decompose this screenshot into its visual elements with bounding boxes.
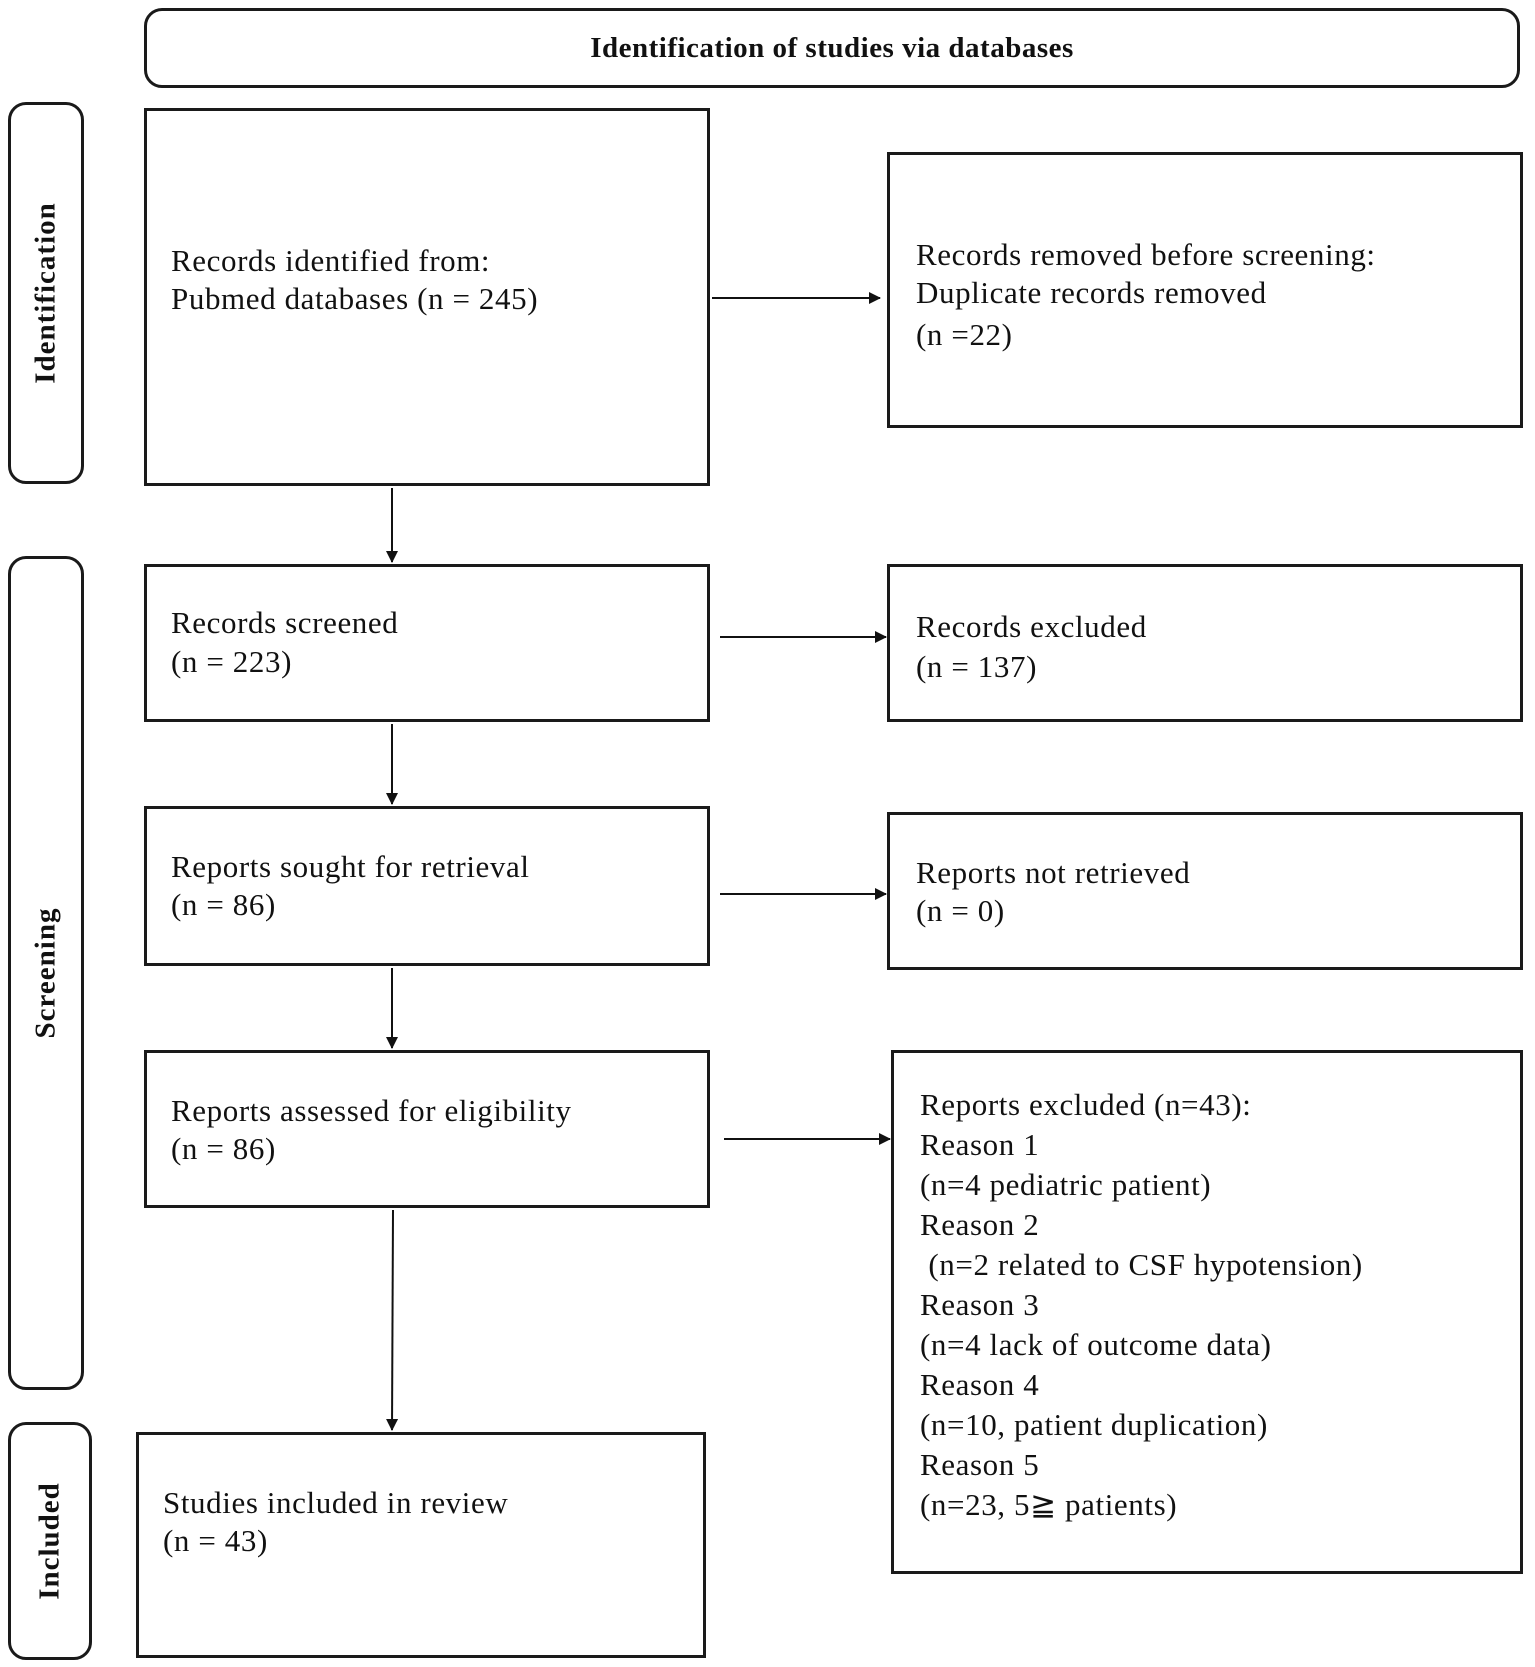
- phase-screening: Screening: [8, 556, 84, 1390]
- records-excluded-box: Records excluded (n = 137): [887, 564, 1523, 722]
- records-screened-box: Records screened (n = 223): [144, 564, 710, 722]
- studies-included-box: Studies included in review (n = 43): [136, 1432, 706, 1658]
- records-removed-box: Records removed before screening: Duplic…: [887, 152, 1523, 428]
- records-excluded-line2: (n = 137): [916, 649, 1038, 684]
- reports-excluded-line: Reason 1: [920, 1127, 1040, 1162]
- reports-excluded-line: Reason 5: [920, 1447, 1040, 1482]
- reports-excluded-line: (n=2 related to CSF hypotension): [920, 1247, 1363, 1282]
- reports-not-retrieved-line2: (n = 0): [916, 893, 1005, 928]
- reports-not-retrieved-line1: Reports not retrieved: [916, 855, 1191, 890]
- reports-sought-line1: Reports sought for retrieval: [171, 849, 530, 884]
- phase-identification: Identification: [8, 102, 84, 484]
- reports-assessed-line1: Reports assessed for eligibility: [171, 1093, 572, 1128]
- records-identified-box: Records identified from: Pubmed database…: [144, 108, 710, 486]
- records-screened-line1: Records screened: [171, 605, 399, 640]
- reports-excluded-line: (n=23, 5≧ patients): [920, 1487, 1178, 1522]
- reports-excluded-line: (n=4 lack of outcome data): [920, 1327, 1272, 1362]
- flow-header-title: Identification of studies via databases: [590, 31, 1074, 64]
- reports-excluded-line: Reason 4: [920, 1367, 1040, 1402]
- reports-excluded-line: (n=4 pediatric patient): [920, 1167, 1212, 1202]
- records-identified-line1: Records identified from:: [171, 243, 491, 278]
- reports-excluded-line: Reports excluded (n=43):: [920, 1087, 1252, 1122]
- records-identified-line2: Pubmed databases (n = 245): [171, 281, 539, 316]
- reports-assessed-line2: (n = 86): [171, 1131, 276, 1166]
- flow-header: Identification of studies via databases: [144, 8, 1520, 88]
- records-removed-line2: Duplicate records removed: [916, 275, 1267, 310]
- reports-sought-line2: (n = 86): [171, 887, 276, 922]
- studies-included-line1: Studies included in review: [163, 1485, 509, 1520]
- records-removed-line1: Records removed before screening:: [916, 237, 1376, 272]
- reports-not-retrieved-box: Reports not retrieved (n = 0): [887, 812, 1523, 970]
- records-screened-line2: (n = 223): [171, 644, 293, 679]
- reports-sought-box: Reports sought for retrieval (n = 86): [144, 806, 710, 966]
- studies-included-line2: (n = 43): [163, 1523, 268, 1558]
- reports-excluded-line: Reason 2: [920, 1207, 1040, 1242]
- records-removed-line3: (n =22): [916, 317, 1013, 352]
- reports-excluded-box: Reports excluded (n=43): Reason 1 (n=4 p…: [891, 1050, 1523, 1574]
- phase-included: Included: [8, 1422, 92, 1660]
- reports-assessed-box: Reports assessed for eligibility (n = 86…: [144, 1050, 710, 1208]
- reports-excluded-line: (n=10, patient duplication): [920, 1407, 1268, 1442]
- arrow-to-included: [386, 1209, 399, 1431]
- records-excluded-line1: Records excluded: [916, 609, 1147, 644]
- reports-excluded-line: Reason 3: [920, 1287, 1040, 1322]
